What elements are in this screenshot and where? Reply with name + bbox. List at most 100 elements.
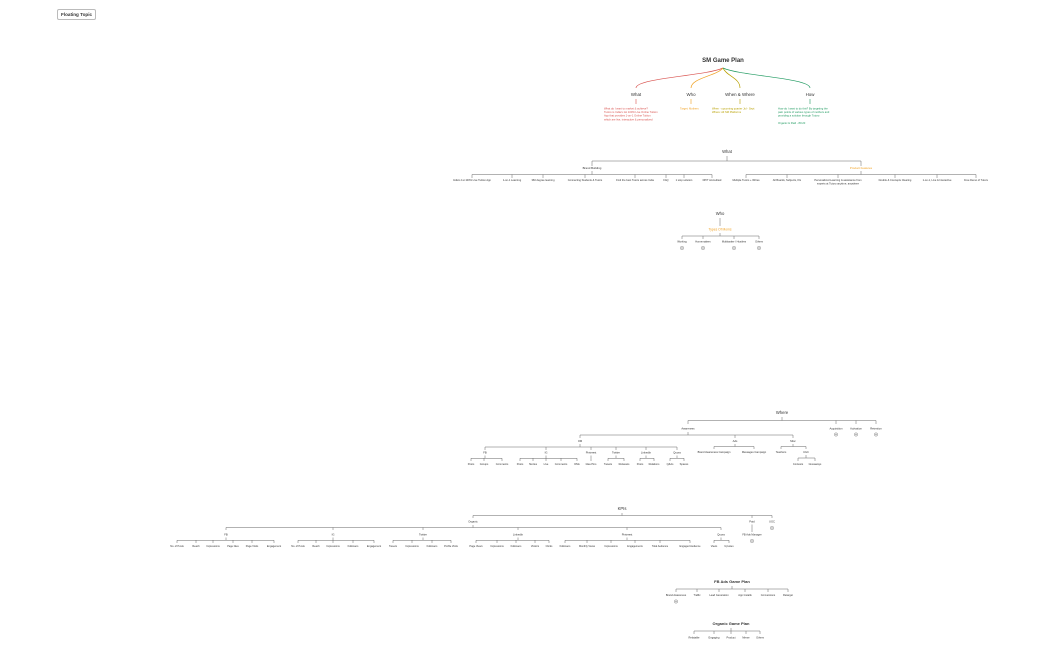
kpis-leaf[interactable]: Upvotes bbox=[724, 545, 734, 548]
kpis-leaf[interactable]: Page Visits bbox=[246, 545, 259, 548]
kpis-leaf[interactable]: Impressions bbox=[604, 545, 618, 548]
where-leaf[interactable]: Comments bbox=[496, 462, 509, 466]
what-item[interactable]: Doubts & Concepts Clearing bbox=[879, 178, 912, 182]
fb-ads-item[interactable]: Retarget bbox=[783, 593, 793, 597]
kpis-leaf[interactable]: Page Views bbox=[469, 545, 483, 548]
kpis-leaf[interactable]: Impressions bbox=[326, 545, 340, 548]
kpis-platform-fb[interactable]: FB bbox=[224, 533, 228, 537]
kpis-leaf[interactable]: Engagements bbox=[627, 545, 643, 548]
what-item[interactable]: DPIT Accredited bbox=[703, 178, 722, 182]
where-ugc-item[interactable]: Contests bbox=[793, 462, 804, 466]
where-platform-fb[interactable]: FB bbox=[483, 451, 487, 455]
where-acquisition[interactable]: Acquisition bbox=[830, 427, 844, 431]
fb-ads-item[interactable]: Traffic bbox=[693, 593, 701, 597]
branch-when-where[interactable]: When & Where bbox=[725, 92, 755, 97]
where-ads[interactable]: Ads bbox=[733, 439, 738, 443]
who-item[interactable]: Working bbox=[677, 240, 687, 244]
kpis-leaf[interactable]: Followers bbox=[511, 545, 522, 548]
kpis-platform-quora[interactable]: Quora bbox=[717, 533, 725, 537]
where-leaf[interactable]: Groups bbox=[480, 462, 489, 466]
where-leaf[interactable]: Posts bbox=[468, 462, 475, 466]
kpis-platform-ig[interactable]: IG bbox=[332, 533, 335, 537]
where-activation[interactable]: Activation bbox=[850, 427, 862, 431]
where-misc-ugc[interactable]: UGC bbox=[803, 450, 809, 454]
where-leaf[interactable]: Posts bbox=[517, 462, 524, 466]
fb-ads-item[interactable]: Conversions bbox=[761, 593, 776, 597]
where-ads-item[interactable]: Brand Awareness Campaign bbox=[698, 450, 731, 454]
where-platform-pinterest[interactable]: Pinterest bbox=[586, 451, 597, 455]
where-title[interactable]: Where bbox=[776, 410, 789, 415]
kpis-platform-linkedin[interactable]: LinkedIn bbox=[513, 533, 524, 537]
organic-plan-item[interactable]: Engaging bbox=[709, 636, 721, 640]
kpis-leaf[interactable]: Followers bbox=[427, 545, 438, 548]
kpis-leaf[interactable]: Tweets bbox=[389, 545, 398, 548]
kpis-leaf[interactable]: Views bbox=[711, 545, 718, 548]
kpis-leaf[interactable]: No. of Posts bbox=[170, 545, 184, 548]
who-item[interactable]: Multitasker / Hustlers bbox=[722, 240, 747, 244]
kpis-leaf[interactable]: Engagement bbox=[367, 545, 381, 548]
where-platform-twitter[interactable]: Twitter bbox=[612, 451, 620, 455]
where-leaf[interactable]: Relations bbox=[649, 462, 661, 466]
kpis-platform-pinterest[interactable]: Pinterest bbox=[622, 533, 633, 537]
what-item[interactable]: Personalized Learning & assistance from bbox=[814, 178, 861, 182]
what-item[interactable]: Find the best Tutors across India bbox=[616, 178, 654, 182]
what-item[interactable]: India's 1st 100% Live Tuition App bbox=[453, 178, 492, 182]
who-item[interactable]: Others bbox=[755, 240, 763, 244]
kpis-leaf[interactable]: Engaged Audience bbox=[680, 545, 702, 548]
organic-plan-item[interactable]: Relatable bbox=[689, 636, 701, 640]
kpis-leaf[interactable]: Impressions bbox=[405, 545, 419, 548]
branch-how[interactable]: How bbox=[806, 92, 816, 97]
kpis-organic[interactable]: Organic bbox=[468, 520, 478, 524]
kpis-leaf[interactable]: Profile Visits bbox=[444, 545, 458, 548]
where-ads-item[interactable]: Messages Campaign bbox=[742, 450, 767, 454]
kpis-leaf[interactable]: Clicks bbox=[546, 545, 553, 548]
what-item[interactable]: 1-on-1, Live & Interactive bbox=[923, 178, 952, 182]
where-om[interactable]: OM bbox=[578, 439, 583, 443]
where-misc-teachers[interactable]: Teachers bbox=[776, 450, 787, 454]
what-item[interactable]: 1-on-1 Learning bbox=[503, 178, 522, 182]
where-misc[interactable]: Misc bbox=[790, 439, 796, 443]
kpis-leaf[interactable]: Reach bbox=[312, 545, 320, 548]
where-leaf[interactable]: Retweets bbox=[619, 462, 631, 466]
organic-game-plan-title[interactable]: Organic Game Plan bbox=[713, 621, 750, 626]
kpis-leaf[interactable]: Impressions bbox=[206, 545, 220, 548]
kpis-leaf[interactable]: Reach bbox=[192, 545, 200, 548]
kpis-leaf[interactable]: Visitors bbox=[531, 545, 540, 548]
floating-topic-node[interactable]: Floating Topic bbox=[57, 9, 97, 20]
kpis-leaf[interactable]: No. of Posts bbox=[291, 545, 305, 548]
who-types-of-moms[interactable]: Types Of Moms bbox=[708, 228, 731, 232]
what-group-brand-building[interactable]: Brand Building bbox=[583, 166, 602, 170]
what-item[interactable]: All Boards, Subjects, KG bbox=[773, 178, 801, 182]
kpis-fb-ads-manager[interactable]: FB Ads Manager bbox=[742, 533, 761, 537]
who-item[interactable]: Homemakers bbox=[695, 240, 711, 244]
where-platform-linkedin[interactable]: LinkedIn bbox=[641, 451, 652, 455]
kpis-ugc[interactable]: UGC bbox=[769, 520, 775, 524]
where-platform-quora[interactable]: Quora bbox=[673, 451, 681, 455]
where-leaf[interactable]: Tweets bbox=[604, 462, 613, 466]
where-awareness[interactable]: Awareness bbox=[681, 427, 695, 431]
kpis-leaf[interactable]: Page likes bbox=[227, 545, 239, 548]
where-leaf[interactable]: Q&As bbox=[667, 462, 674, 466]
what-item[interactable]: 360 degree learning bbox=[531, 178, 555, 182]
where-leaf[interactable]: Comments bbox=[555, 462, 568, 466]
where-leaf[interactable]: Live bbox=[544, 462, 549, 466]
what-item[interactable]: 1 stop solution bbox=[676, 178, 693, 182]
kpis-leaf[interactable]: Impressions bbox=[490, 545, 504, 548]
where-leaf[interactable]: DMs bbox=[574, 462, 580, 466]
kpis-leaf[interactable]: Engagement bbox=[267, 545, 281, 548]
kpis-platform-twitter[interactable]: Twitter bbox=[419, 533, 427, 537]
organic-plan-item[interactable]: Meme bbox=[742, 636, 750, 640]
fb-ads-item[interactable]: App Installs bbox=[738, 593, 752, 597]
kpis-title[interactable]: KPIs bbox=[618, 506, 627, 511]
kpis-paid[interactable]: Paid bbox=[749, 520, 755, 524]
branch-who[interactable]: Who bbox=[686, 92, 696, 97]
kpis-leaf[interactable]: Total Audience bbox=[652, 545, 669, 548]
what-item[interactable]: Multiple Tutors + Writes bbox=[732, 178, 760, 182]
what-item[interactable]: FAQ bbox=[663, 178, 668, 182]
branch-what[interactable]: What bbox=[631, 92, 642, 97]
organic-plan-item[interactable]: Others bbox=[756, 636, 764, 640]
where-ugc-item[interactable]: Giveaways bbox=[809, 462, 822, 466]
what-title[interactable]: What bbox=[722, 149, 733, 154]
kpis-leaf[interactable]: Monthly Views bbox=[579, 545, 596, 548]
what-item[interactable]: Free Demo of Tutors bbox=[964, 178, 988, 182]
